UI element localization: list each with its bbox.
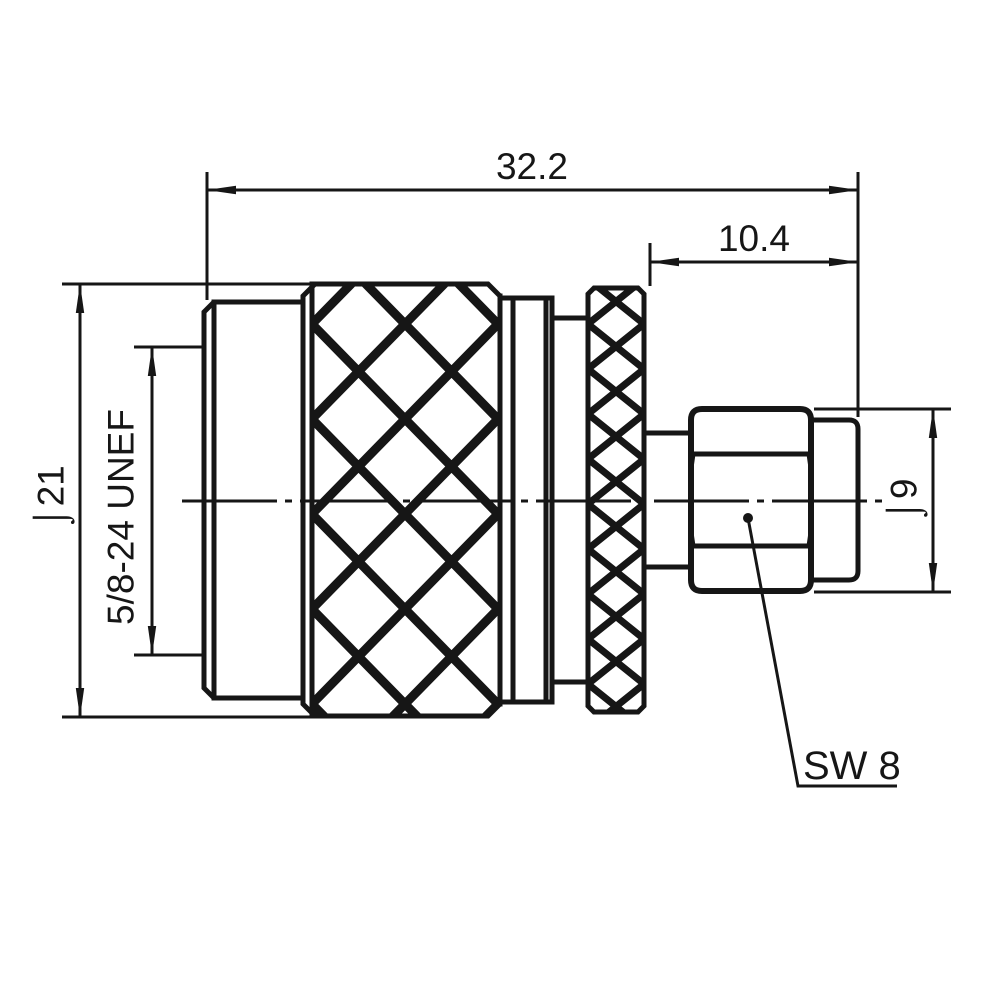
hex-facet-lines — [691, 451, 811, 549]
n-body-outline — [201, 299, 306, 701]
dim-text-sma-diameter: ⌡9 — [884, 479, 929, 522]
large-knurl-outline — [300, 281, 503, 719]
small-knurl-pattern — [588, 288, 644, 712]
small-knurl-outline — [585, 285, 647, 715]
collar-ring-outline — [497, 293, 555, 707]
hex-facet-arcs — [688, 453, 814, 547]
label-wrench-size: SW 8 — [803, 744, 901, 788]
dim-text-sma-length: 10.4 — [718, 218, 790, 259]
leader-line-wrench — [746, 517, 897, 788]
dim-text-overall-length: 32.2 — [496, 146, 568, 187]
sma-neck-outline — [641, 430, 694, 570]
end-cylinder-outline — [808, 417, 861, 583]
dim-text-body-diameter: ⌡21 — [31, 465, 76, 529]
neck-cylinder-outline — [549, 315, 591, 685]
large-knurl-pattern — [312, 284, 500, 716]
hex-nut-outline — [688, 406, 814, 594]
dim-text-thread: 5/8-24 UNEF — [101, 409, 142, 625]
